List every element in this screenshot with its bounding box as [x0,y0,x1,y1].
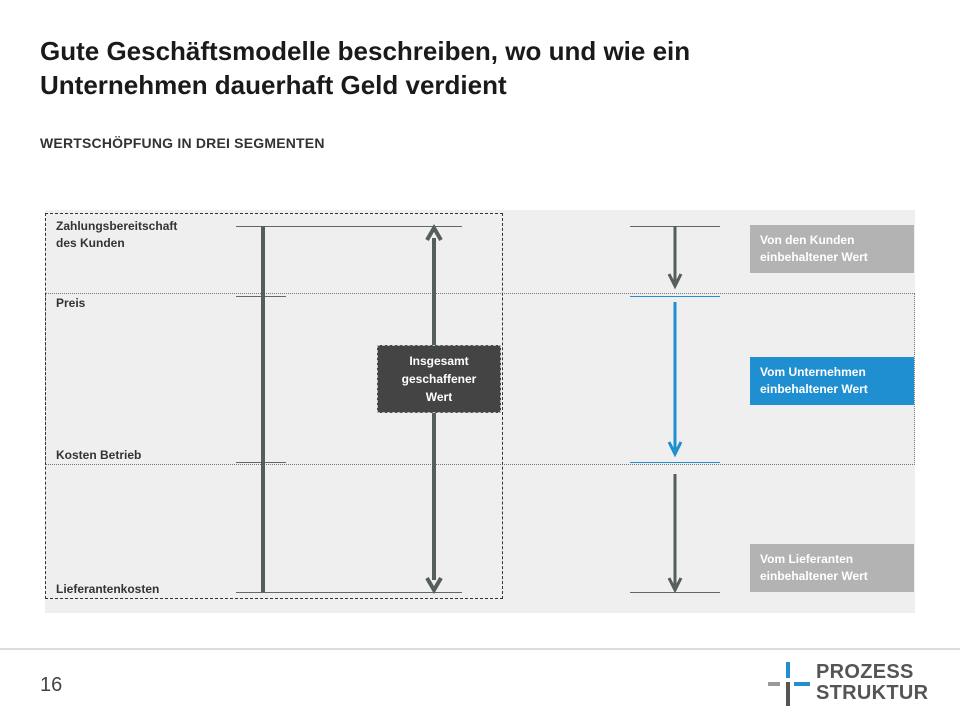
label-supplier-costs: Lieferantenkosten [56,582,160,596]
total-value-arrow-head-up [425,224,443,242]
right-line-price [630,296,720,297]
supplier-arrow-head [667,577,683,594]
total-value-box: Insgesamt geschaffener Wert [377,345,501,413]
label-willingness-to-pay: Zahlungsbereitschaft des Kunden [56,219,178,250]
level-line-supplier [236,592,462,593]
logo-cross-icon [768,662,810,706]
company-logo: PROZESS STRUKTUR [768,660,938,708]
footer-divider [0,648,960,650]
total-value-frame [45,213,503,599]
level-line-wtp [236,226,462,227]
label-operating-costs: Kosten Betrieb [56,448,142,462]
customer-arrow-head [667,273,683,290]
customer-value-box: Von den Kunden einbehaltener Wert [750,225,914,273]
company-arrow-head [667,441,683,458]
logo-text: PROZESS STRUKTUR [816,661,929,704]
right-line-costs [630,462,720,463]
page-number: 16 [40,674,63,696]
supplier-value-box: Vom Lieferanten einbehaltener Wert [750,544,914,592]
page-subtitle: WERTSCHÖPFUNG IN DREI SEGMENTEN [40,135,325,151]
page-title: Gute Geschäftsmodelle beschreiben, wo un… [40,36,691,100]
total-value-arrow-head-down [425,576,443,594]
label-price: Preis [56,296,86,310]
company-value-box: Vom Unternehmen einbehaltener Wert [750,357,914,405]
